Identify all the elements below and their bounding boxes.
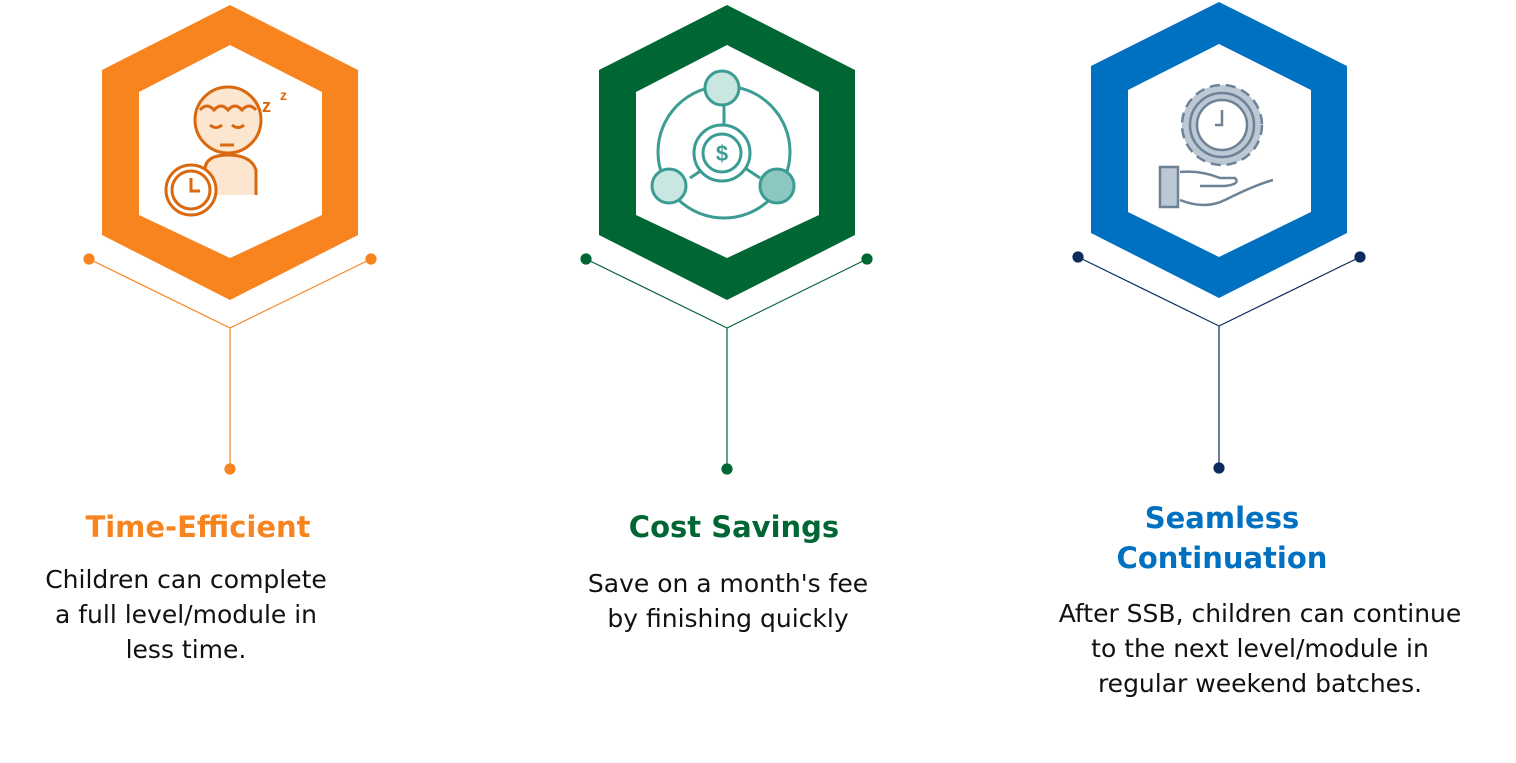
desc-line: regular weekend batches.	[1097, 669, 1423, 698]
desc-cost-savings: Save on a month's fee by finishing quick…	[528, 566, 928, 636]
desc-line: less time.	[125, 635, 247, 664]
desc-line: Children can complete	[45, 565, 327, 594]
svg-text:$: $	[716, 141, 728, 166]
desc-line: After SSB, children can continue	[1058, 599, 1462, 628]
title-seamless-continuation: Seamless Continuation	[1072, 498, 1372, 578]
desc-line: a full level/module in	[54, 600, 318, 629]
connector-seamless-continuation	[1072, 251, 1366, 474]
title-line: Seamless	[1144, 501, 1300, 535]
dollar-network-icon: $	[650, 69, 796, 220]
svg-text:z: z	[280, 87, 287, 103]
desc-line: Save on a month's fee	[587, 569, 869, 598]
desc-line: to the next level/module in	[1091, 634, 1429, 663]
title-cost-savings: Cost Savings	[628, 510, 840, 544]
title-time-efficient: Time-Efficient	[85, 510, 311, 544]
sleeping-child-clock-icon: z z	[164, 85, 287, 217]
connector-time-efficient	[83, 253, 377, 475]
desc-seamless-continuation: After SSB, children can continue to the …	[1020, 596, 1500, 701]
connector-cost-savings	[580, 253, 873, 475]
svg-text:z: z	[262, 96, 271, 116]
gear-clock-hand-icon	[1158, 83, 1274, 209]
title-line: Continuation	[1116, 541, 1328, 575]
desc-line: by finishing quickly	[607, 604, 849, 633]
desc-time-efficient: Children can complete a full level/modul…	[0, 562, 372, 667]
